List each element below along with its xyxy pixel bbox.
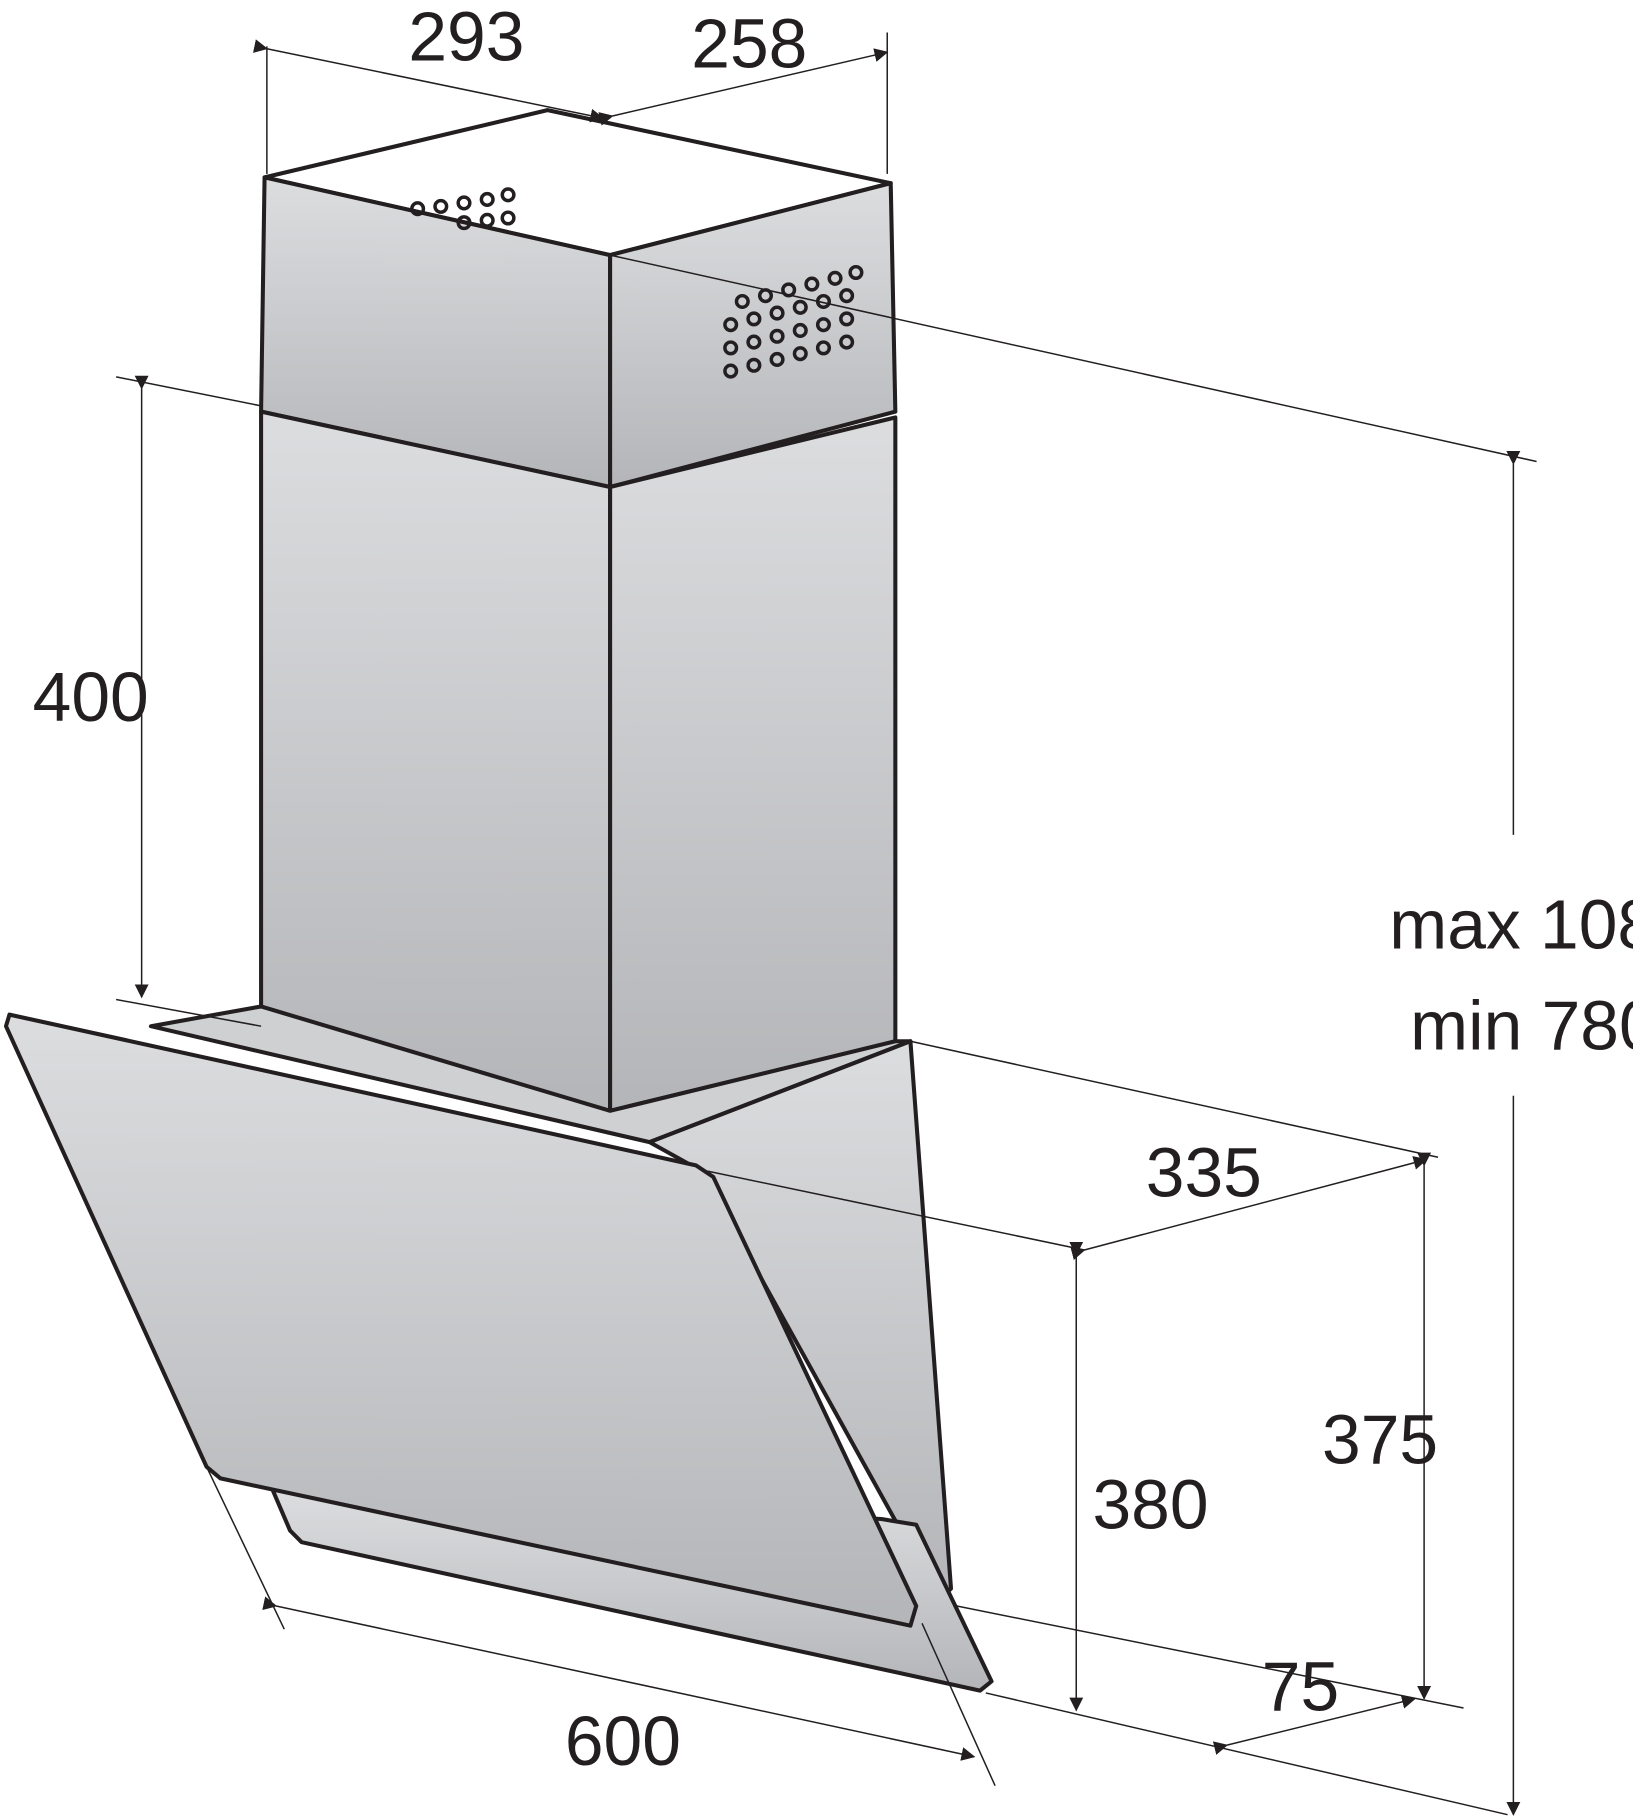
dim-total-height-min: min 780 <box>1410 986 1633 1064</box>
dim-body-height-back: 375 <box>1322 1400 1438 1478</box>
dim-width: 600 <box>565 1702 681 1780</box>
vent-holes-icon <box>410 187 864 379</box>
dim-body-height-front: 380 <box>1092 1465 1208 1543</box>
dimension-lines <box>115 32 1537 1816</box>
dim-total-height-max: max 1080 <box>1389 886 1633 964</box>
hood-body <box>3 1004 994 1693</box>
dim-lower-chimney-height: 400 <box>33 658 149 736</box>
dim-chimney-depth: 258 <box>691 4 807 82</box>
dim-front-offset: 75 <box>1262 1647 1339 1725</box>
dim-body-depth: 335 <box>1146 1134 1262 1212</box>
upper-chimney <box>259 108 898 490</box>
lower-chimney <box>259 409 898 1113</box>
dim-chimney-width: 293 <box>408 0 524 75</box>
